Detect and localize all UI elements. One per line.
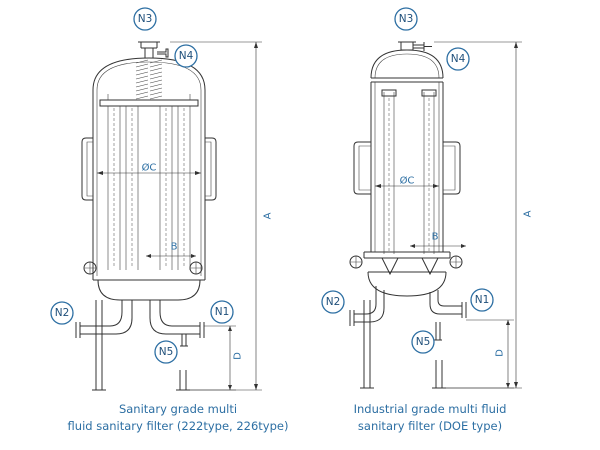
caption-line: Sanitary grade multi — [118, 402, 238, 416]
right-nozzle-n1: N1 — [470, 288, 494, 312]
left-a-label: A — [263, 212, 274, 219]
svg-text:N1: N1 — [215, 306, 230, 318]
right-a-label: A — [523, 210, 534, 217]
right-diameter-label: ØC — [400, 175, 415, 187]
right-d-label: D — [495, 349, 506, 357]
svg-text:N3: N3 — [399, 13, 414, 25]
svg-text:N2: N2 — [55, 307, 70, 319]
right-nozzle-n4: N4 — [446, 47, 470, 71]
right-b-label: B — [432, 232, 439, 243]
left-nozzle-n1: N1 — [210, 300, 234, 324]
svg-text:N1: N1 — [475, 294, 490, 306]
right-filter-drawing: ØC B A D N3 N4 N2 N1 N5 — [321, 7, 534, 389]
left-nozzle-n4: N4 — [174, 44, 198, 68]
svg-text:N2: N2 — [326, 296, 341, 308]
svg-text:N3: N3 — [138, 13, 153, 25]
right-nozzle-n3: N3 — [394, 7, 418, 31]
left-filter-caption: Sanitary grade multi fluid sanitary filt… — [48, 401, 308, 435]
svg-text:N5: N5 — [416, 336, 431, 348]
right-nozzle-n2: N2 — [321, 290, 345, 314]
right-filter-caption: Industrial grade multi fluid sanitary fi… — [300, 401, 560, 435]
left-nozzle-n5: N5 — [154, 340, 178, 364]
svg-text:N4: N4 — [179, 50, 194, 62]
caption-line: sanitary filter (DOE type) — [357, 419, 503, 433]
svg-text:N4: N4 — [451, 53, 466, 65]
left-nozzle-n2: N2 — [50, 301, 74, 325]
left-b-label: B — [171, 242, 178, 253]
caption-line: fluid sanitary filter (222type, 226type) — [67, 419, 289, 433]
caption-line: Industrial grade multi fluid — [353, 402, 507, 416]
left-diameter-label: ØC — [142, 162, 157, 174]
left-d-label: D — [233, 352, 244, 360]
left-nozzle-n3: N3 — [133, 7, 157, 31]
svg-text:N5: N5 — [159, 346, 174, 358]
right-nozzle-n5: N5 — [411, 330, 435, 354]
left-filter-drawing: ØC B A D N3 N4 N2 N1 N5 — [50, 7, 274, 391]
